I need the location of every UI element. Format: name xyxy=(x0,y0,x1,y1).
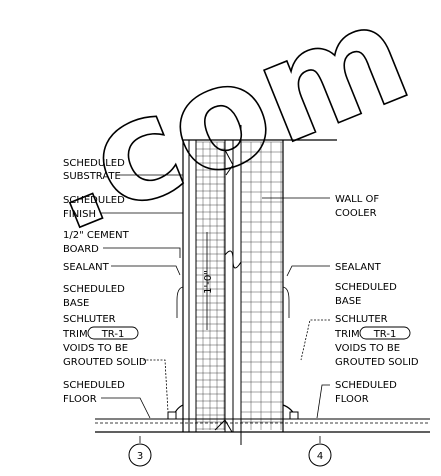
label-wall-of-cooler-1: WALL OF xyxy=(335,194,379,205)
label-sealant-left: SEALANT xyxy=(63,262,110,273)
trim-tag-left-box xyxy=(87,326,139,340)
label-scheduled-floor-right-2: FLOOR xyxy=(335,394,369,405)
label-voids-right-2: GROUTED SOLID xyxy=(335,357,419,368)
right-labels: WALL OF COOLER SEALANT SCHEDULED BASE SC… xyxy=(262,194,419,419)
trim-tag-left: TR-1 xyxy=(101,329,125,340)
label-scheduled-floor-left-2: FLOOR xyxy=(63,394,97,405)
label-scheduled-floor-right-1: SCHEDULED xyxy=(335,380,397,391)
label-schluter-left: SCHLUTER xyxy=(63,314,116,325)
grid-marker-4-circle xyxy=(308,443,332,467)
grid-markers: 3 4 xyxy=(128,436,332,467)
label-scheduled-substrate-2: SUBSTRATE xyxy=(63,171,121,182)
dimension-text: 1'-0" xyxy=(203,270,214,294)
label-scheduled-base-right-2: BASE xyxy=(335,296,361,307)
grid-marker-4: 4 xyxy=(317,451,323,462)
left-labels: SCHEDULED SUBSTRATE SCHEDULED FINISH 1/2… xyxy=(62,158,184,419)
label-scheduled-base-left-2: BASE xyxy=(63,298,89,309)
label-trim-right: TRIM xyxy=(334,329,360,340)
label-scheduled-base-left-1: SCHEDULED xyxy=(63,284,125,295)
label-trim-left: TRIM xyxy=(62,329,88,340)
label-sealant-right: SEALANT xyxy=(335,262,382,273)
label-voids-left-1: VOIDS TO BE xyxy=(63,343,128,354)
label-cement-board-1: 1/2" CEMENT xyxy=(63,230,130,241)
label-scheduled-substrate-1: SCHEDULED xyxy=(63,158,125,169)
label-voids-left-2: GROUTED SOLID xyxy=(63,357,147,368)
tile-pattern-left xyxy=(195,141,225,430)
label-scheduled-finish-2: FINISH xyxy=(63,209,96,220)
wall-assembly xyxy=(182,125,337,445)
label-voids-right-1: VOIDS TO BE xyxy=(335,343,400,354)
grid-marker-3: 3 xyxy=(137,451,143,462)
label-scheduled-base-right-1: SCHEDULED xyxy=(335,282,397,293)
label-wall-of-cooler-2: COOLER xyxy=(335,208,377,219)
label-schluter-right: SCHLUTER xyxy=(335,314,388,325)
label-cement-board-2: BOARD xyxy=(63,244,99,255)
dimension-one-foot: 1'-0" xyxy=(203,232,214,330)
grid-marker-3-circle xyxy=(128,443,152,467)
label-scheduled-finish-1: SCHEDULED xyxy=(63,195,125,206)
trim-tag-right: TR-1 xyxy=(373,329,397,340)
trim-tag-right-box xyxy=(359,326,411,340)
label-scheduled-floor-left-1: SCHEDULED xyxy=(63,380,125,391)
floor-lines xyxy=(95,404,430,433)
